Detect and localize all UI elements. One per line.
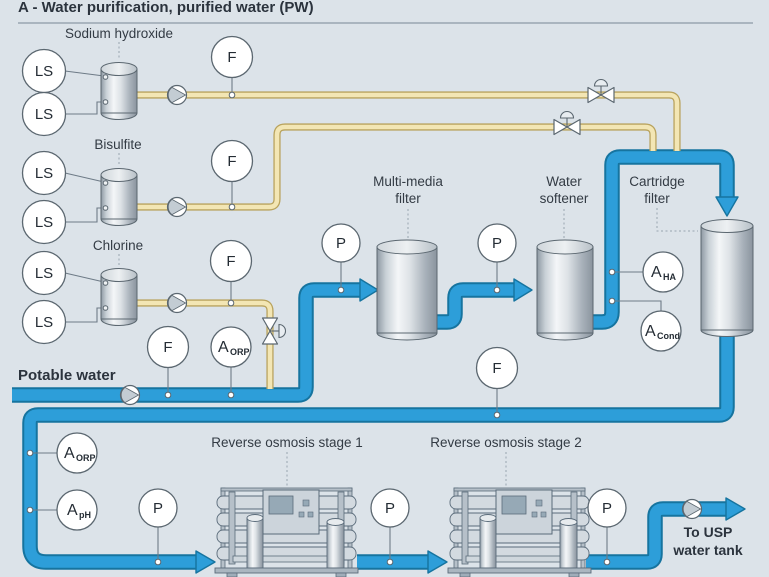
label-leaders	[118, 42, 698, 488]
a-sub-ph: pH	[79, 510, 91, 520]
page-title: A - Water purification, purified water (…	[18, 0, 314, 16]
a-label: A	[218, 339, 229, 356]
level-switches: LS LS LS LS LS LS	[21, 48, 67, 345]
sodium-hydroxide-label: Sodium hydroxide	[65, 26, 173, 41]
sodium-hydroxide-tank	[100, 62, 138, 120]
a-sub-cond: Cond	[657, 331, 680, 341]
multi-media-filter-label: Multi-media	[373, 174, 443, 189]
f-label: F	[492, 360, 501, 377]
f-label: F	[227, 49, 236, 66]
p-label: P	[336, 235, 346, 252]
tap-points	[26, 91, 616, 566]
p-label: P	[492, 235, 502, 252]
multi-media-filter-vessel	[376, 239, 438, 341]
ls-label: LS	[35, 314, 53, 331]
f-label: F	[227, 153, 236, 170]
bisulfite-tank	[100, 168, 138, 226]
chlorine-label: Chlorine	[93, 238, 143, 253]
a-label: A	[651, 264, 662, 281]
cartridge-filter-vessel	[700, 219, 754, 337]
chlorine-tank	[100, 268, 138, 326]
water-softener-vessel	[536, 239, 594, 341]
a-sub-ha: HA	[663, 272, 676, 282]
bisulfite-label: Bisulfite	[94, 137, 141, 152]
dosing-pump-icon	[166, 292, 188, 314]
a-label: A	[64, 445, 75, 462]
ls-label: LS	[35, 165, 53, 182]
flow-arrow-to-usp	[725, 497, 746, 521]
a-sub-orp: ORP	[230, 347, 250, 357]
p-label: P	[153, 500, 163, 517]
a-label: A	[645, 323, 656, 340]
ro-stage2-label: Reverse osmosis stage 2	[430, 435, 582, 450]
p-label: P	[385, 500, 395, 517]
water-softener-label: softener	[540, 191, 589, 206]
water-softener-label: Water	[546, 174, 582, 189]
f-label: F	[163, 339, 172, 356]
flow-arrow	[427, 550, 448, 574]
cartridge-filter-label: filter	[644, 191, 670, 206]
dosing-pump-icon	[166, 84, 188, 106]
flow-arrow	[195, 550, 216, 574]
potable-water-label: Potable water	[18, 367, 116, 384]
transfer-pump-icon	[681, 498, 703, 520]
feed-pump-icon	[119, 384, 141, 406]
pressure-instruments: P P P P P	[138, 223, 627, 528]
ls-label: LS	[35, 265, 53, 282]
a-sub-orp: ORP	[76, 453, 96, 463]
p-label: P	[602, 500, 612, 517]
f-label: F	[226, 253, 235, 270]
chemical-pipes	[137, 91, 681, 389]
cartridge-filter-label: Cartridge	[629, 174, 685, 189]
analyzer-instruments: A ORP A HA A Cond A ORP A pH	[56, 251, 684, 531]
water-pipes	[12, 149, 746, 574]
to-usp-label: water tank	[672, 542, 742, 558]
to-usp-label: To USP	[684, 524, 733, 540]
dosing-pump-icon	[166, 196, 188, 218]
flow-arrow	[715, 196, 739, 217]
ro-stage1-label: Reverse osmosis stage 1	[211, 435, 363, 450]
flow-arrow	[513, 278, 533, 302]
ls-label: LS	[35, 63, 53, 80]
ls-label: LS	[35, 214, 53, 231]
a-label: A	[67, 502, 78, 519]
flow-instruments: F F F F F	[146, 35, 519, 390]
multi-media-filter-label: filter	[395, 191, 421, 206]
flow-arrow	[359, 278, 379, 302]
ls-label: LS	[35, 106, 53, 123]
